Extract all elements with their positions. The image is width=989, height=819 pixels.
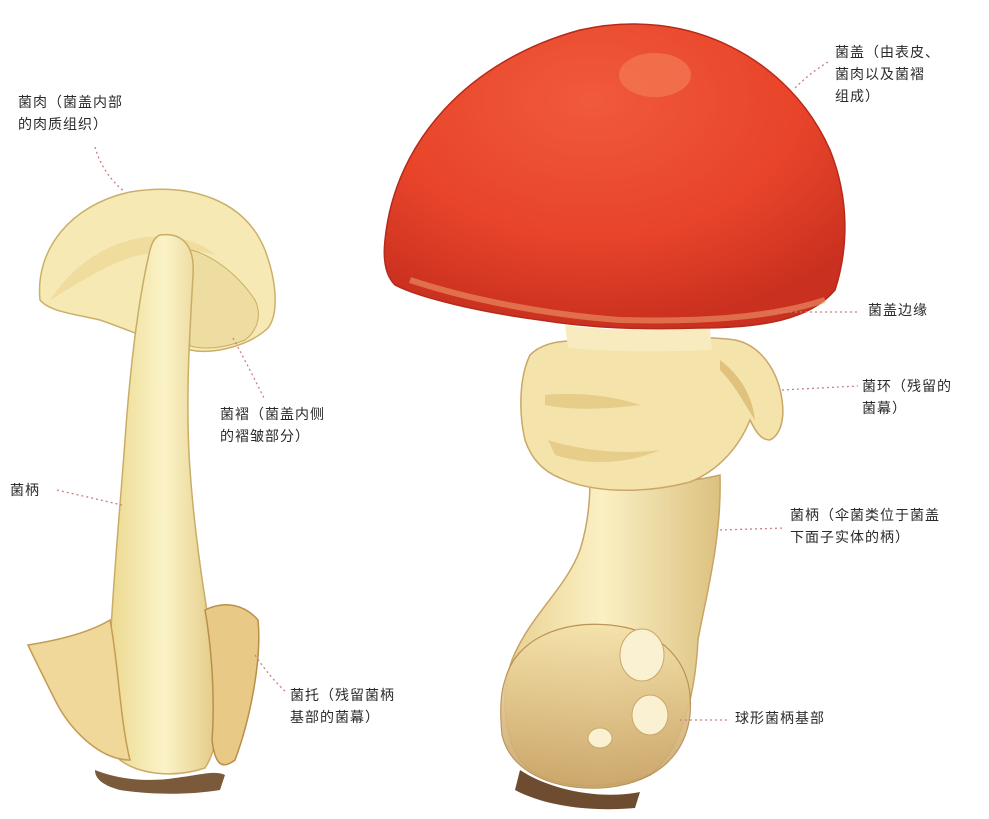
right-cap (384, 24, 845, 329)
bulb-spot-3 (588, 728, 612, 748)
label-flesh: 菌肉（菌盖内部 的肉质组织） (18, 92, 123, 136)
leader-gills (233, 338, 265, 400)
leader-stipe-left (57, 490, 122, 505)
label-stipe-right: 菌柄（伞菌类位于菌盖 下面子实体的柄） (790, 505, 940, 549)
right-mushroom (384, 24, 845, 809)
bulb-spot-1 (620, 629, 664, 681)
leader-flesh (95, 147, 125, 192)
label-volva: 菌托（残留菌柄 基部的菌幕） (290, 685, 395, 729)
left-mushroom (28, 189, 275, 793)
label-cap-margin: 菌盖边缘 (868, 300, 928, 322)
label-gills: 菌褶（菌盖内侧 的褶皱部分） (220, 404, 325, 448)
label-cap: 菌盖（由表皮、 菌肉以及菌褶 组成） (835, 42, 940, 108)
leader-ring (782, 386, 858, 390)
label-bulb: 球形菌柄基部 (735, 708, 825, 730)
right-ring (521, 338, 783, 491)
cap-umbo-highlight (619, 53, 691, 97)
leader-cap (795, 62, 828, 88)
bulb-spot-2 (632, 695, 668, 735)
label-stipe-left: 菌柄 (10, 480, 40, 502)
left-volva-right (205, 605, 259, 765)
leader-stipe-right (720, 528, 785, 530)
leader-volva (255, 655, 286, 692)
label-ring: 菌环（残留的 菌幕） (862, 376, 952, 420)
